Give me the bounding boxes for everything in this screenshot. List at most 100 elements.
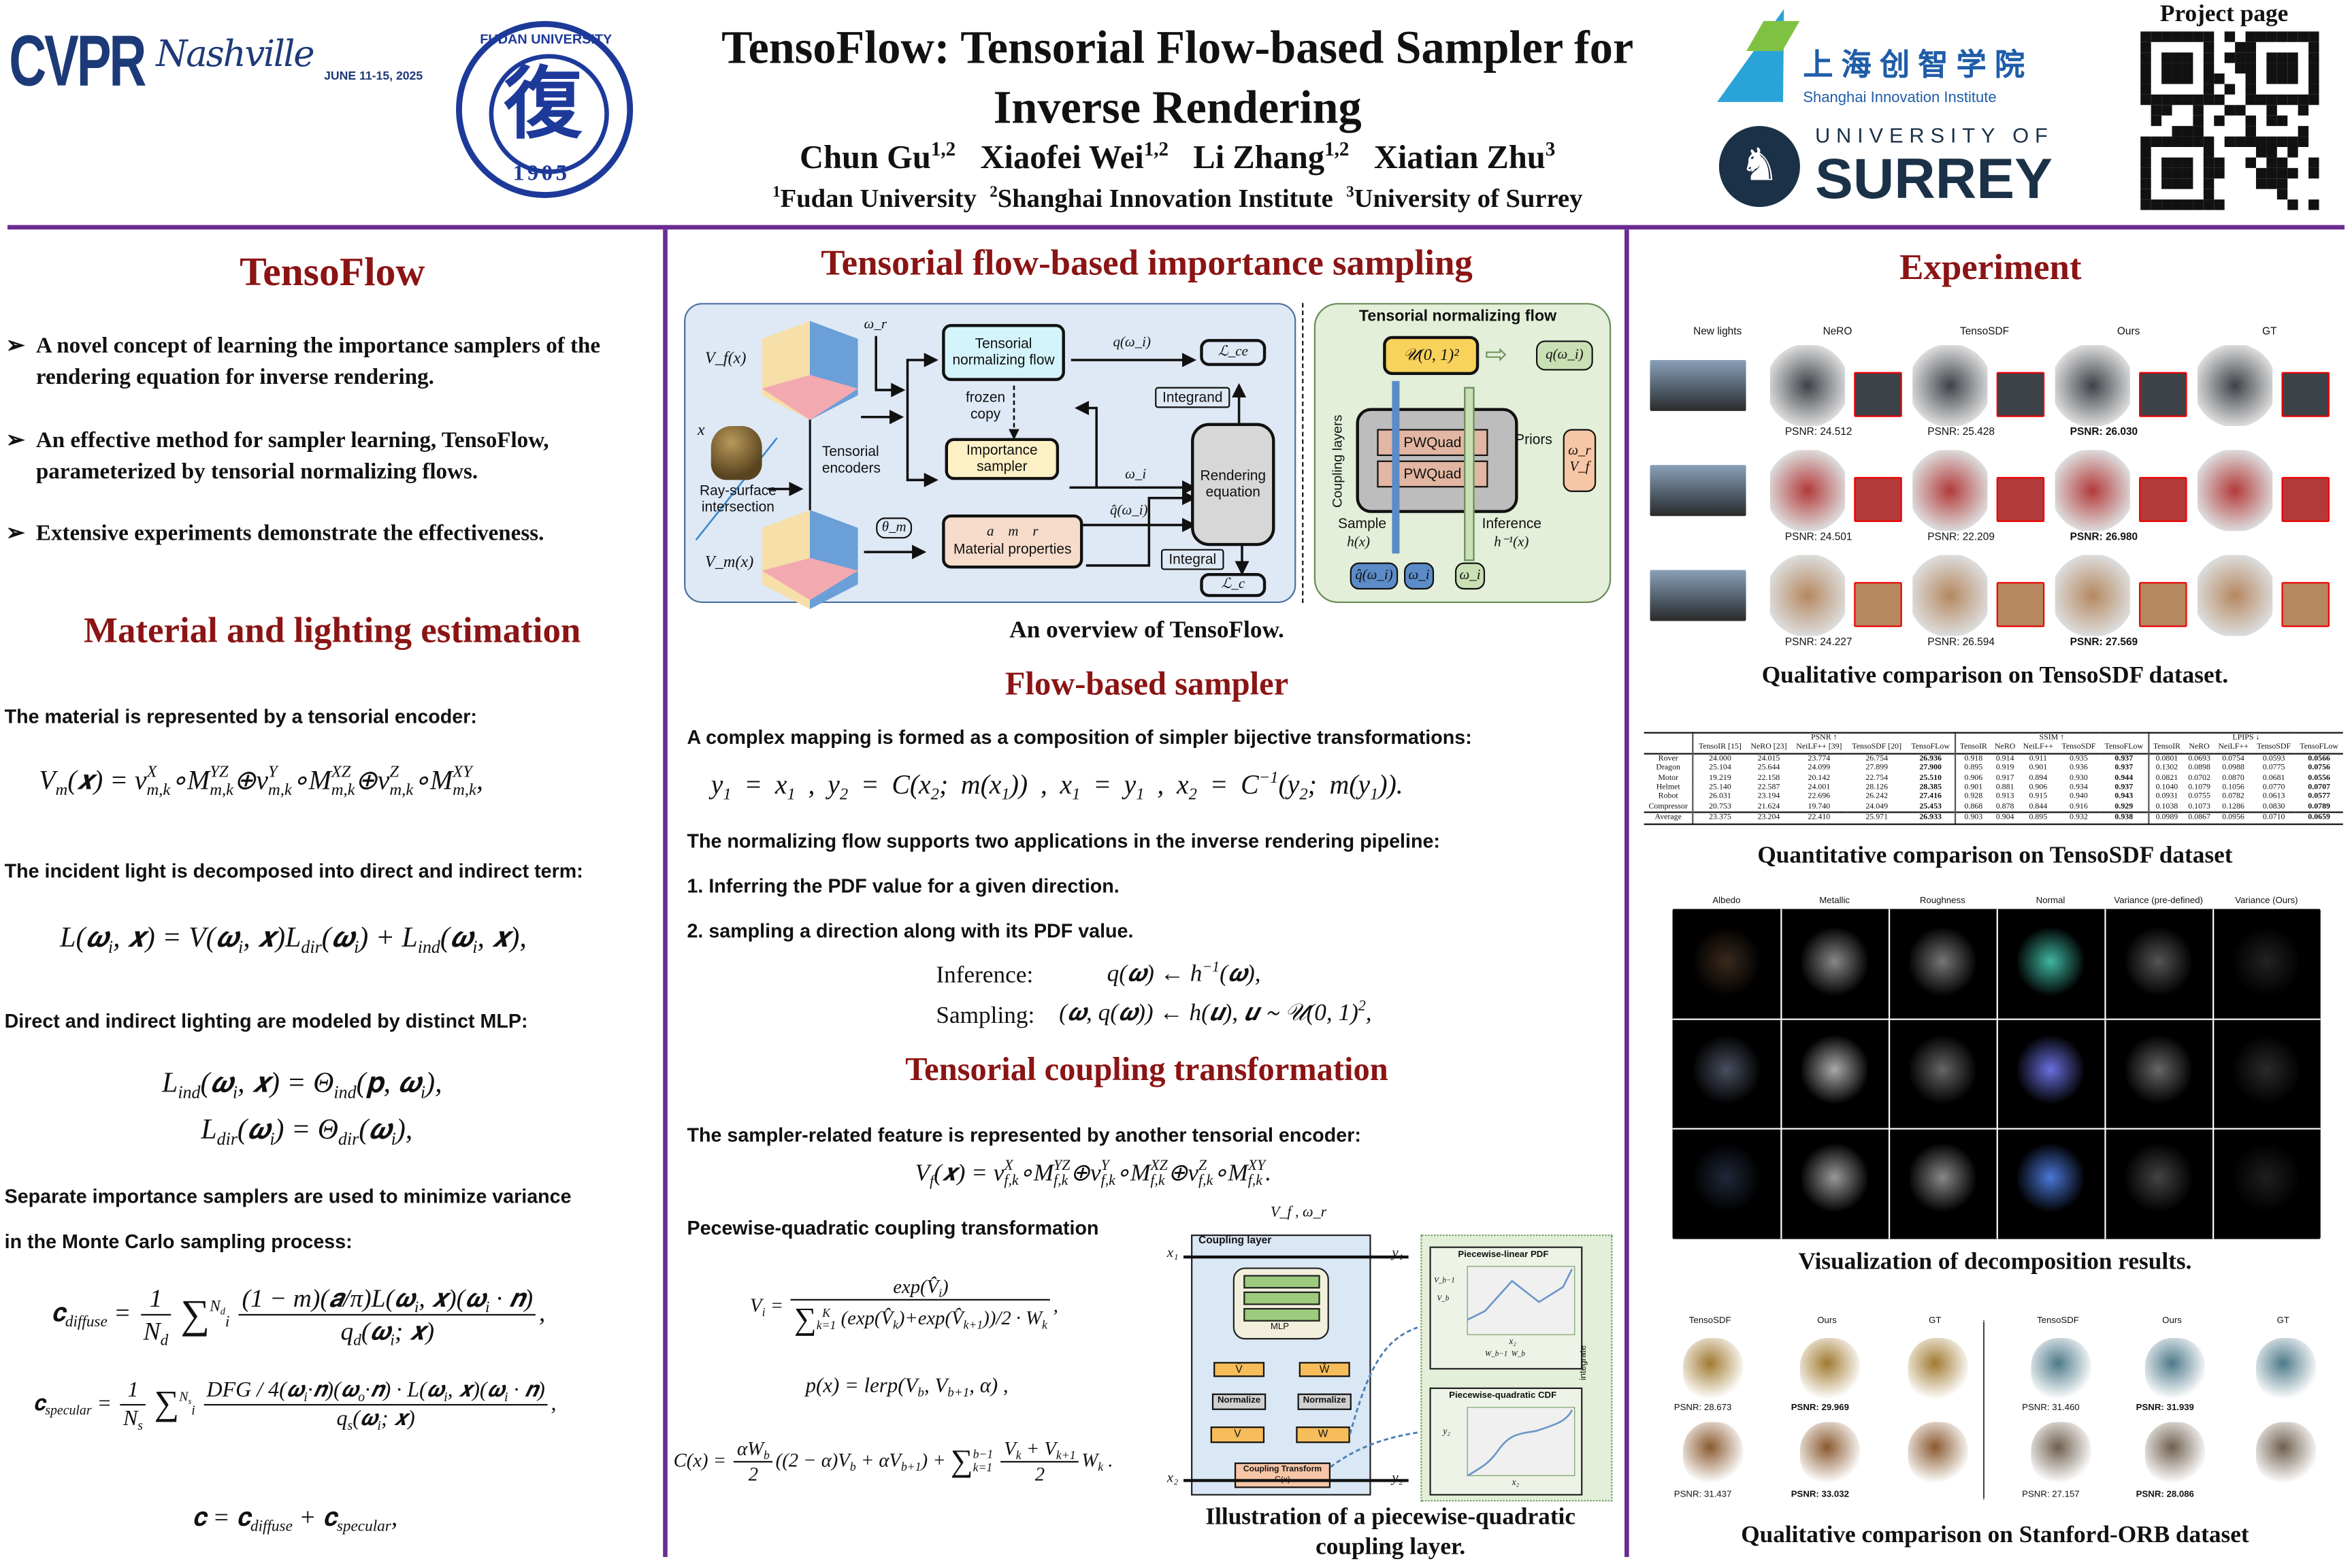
quantitative-table: PSNR ↑SSIM ↑LPIPS ↓TensoIR [15]NeRO [23]… [1644,732,2343,825]
qr-module [2182,199,2193,210]
table-header-cell [1644,733,1693,743]
q-output-box: q(ω_i) [1535,340,1593,371]
x1-line [1183,1255,1409,1258]
qr-module [2214,157,2225,168]
qr-module [2298,126,2309,137]
table-cell: 19.740 [1808,802,1831,812]
object-image [2144,1422,2206,1486]
qr-module [2151,136,2162,148]
qr-module [2161,52,2172,63]
author: Li Zhang1,2 [1193,137,1350,176]
table-cell: 0.844 [2029,802,2048,812]
table-cell: 26.754 [1865,754,1889,764]
table-cell: 0.913 [1995,792,2014,802]
table-cell: 0.0770 [2262,783,2285,792]
table-cell: 23.194 [1757,792,1780,802]
paragraph: in the Monte Carlo sampling process: [4,1230,353,1253]
frozen-copy-label: frozen copy [965,390,1006,423]
qr-module [2255,31,2267,42]
qr-module [2172,74,2183,84]
column-label: TensoSDF [1960,327,2010,338]
flow-panel-title: Tensorial normalizing flow [1358,307,1557,326]
table-cell: 0.1302 [2147,764,2185,774]
qr-module [2245,94,2256,105]
importance-sampler-box: Importance sampler [945,438,1060,480]
decomposition-background [1672,909,2321,1239]
coupling-layer-figure: V_f , ω_r Coupling layer x₁ y₁ MLP V̂ Ŵ … [1166,1205,1616,1505]
table-cell: 23.774 [1808,754,1831,764]
grid-divider [1996,909,1998,1239]
psnr-label: PSNR: 25.428 [1927,427,1995,438]
table-cell: 24.049 [1865,802,1889,812]
table-cell: 25.644 [1757,764,1780,773]
qr-module [2276,157,2288,168]
table-cell: 0.932 [2070,813,2088,823]
qualitative-caption: Qualitative comparison on TensoSDF datas… [1761,663,2229,689]
table-header-cell [1644,743,1693,753]
table-cell: 0.0566 [2308,754,2330,764]
column-label: TensoSDF [1688,1317,1731,1326]
qr-module [2245,31,2256,42]
table-cell: 0.916 [2070,802,2088,812]
sii-logo-cn: 上 海 创 智 学 院 [1803,49,2025,83]
cdf-chart: Piecewise-quadratic CDF y₂ x₂ [1429,1387,1583,1496]
inference-label: Inference: [936,963,1034,989]
qr-module [2172,52,2183,63]
table-cell: 0.1056 [2222,783,2244,792]
x2-label: x₂ [1166,1471,1179,1487]
table-group-header: PSNR ↑ [1692,732,1955,743]
mlp-layer [1243,1291,1320,1305]
qr-module [2224,105,2236,116]
qr-module [2140,52,2151,63]
table-cell: 0.0593 [2262,754,2285,764]
grid-divider [1672,1018,2321,1020]
paragraph: Direct and indirect lighting are modeled… [4,1009,528,1032]
table-row-label: Average [1654,813,1682,823]
table-cell: 0.0867 [2188,813,2210,823]
project-page-qr-code[interactable] [2140,31,2320,210]
object-image [1683,1422,1744,1486]
qr-module [2214,199,2225,210]
qr-module [2276,136,2288,148]
table-cell: 0.0821 [2147,773,2185,783]
qr-module [2255,178,2267,189]
cdf-y-label: y₂ [1443,1428,1450,1437]
w-box: W [1296,1426,1350,1443]
table-cell: 0.936 [2070,764,2088,773]
qr-module [2266,63,2277,74]
table-cell: 0.894 [2029,773,2048,783]
qr-module [2193,136,2204,148]
qr-module [2245,84,2256,95]
overview-diagram: V_f(x) V_m(x) x ω_r Ray-surface intersec… [684,303,1614,609]
sample-label: Sample [1338,516,1387,533]
table-cell: 27.899 [1865,764,1889,773]
psnr-label: PSNR: 27.157 [2022,1490,2080,1501]
qr-module [2140,74,2151,84]
table-cell: 0.0755 [2188,792,2210,802]
table-cell: 0.0702 [2188,773,2210,783]
sii-logo-en: Shanghai Innovation Institute [1803,90,1997,107]
qr-module [2172,157,2183,168]
header-divider [7,225,2345,230]
qr-module [2172,94,2183,105]
qr-module [2182,94,2193,105]
table-cell: 22.410 [1808,813,1831,823]
qr-module [2203,63,2215,74]
table-cell: 26.936 [1919,754,1942,764]
rendered-object-image [2198,555,2273,636]
table-cell: 0.0659 [2308,813,2330,823]
table-cell: 0.906 [1954,773,1991,783]
fudan-seal-glyph: 復 [504,61,583,149]
qr-module [2308,167,2319,179]
priors-label: Priors [1515,431,1552,449]
qr-module [2266,31,2277,42]
cvpr-logo-script: Nashville [156,33,314,76]
rendered-object-image [2055,450,2130,532]
table-row-label: Compressor [1648,802,1688,812]
